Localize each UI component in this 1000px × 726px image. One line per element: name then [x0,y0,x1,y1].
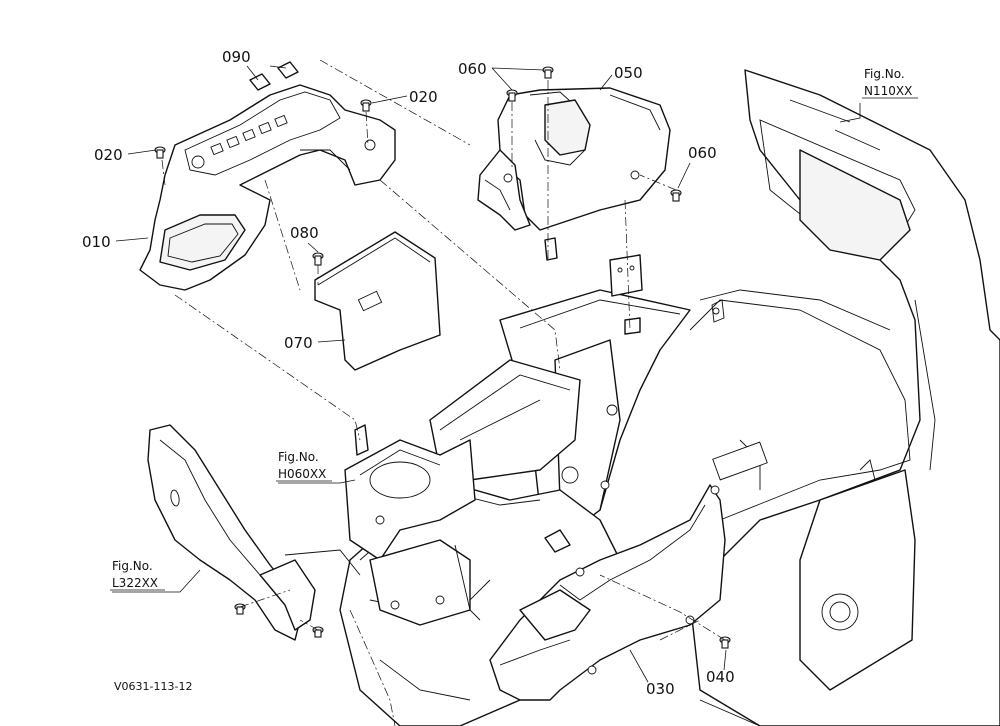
callout-040: 040 [706,668,735,686]
figure-references: Fig.No. N110XX Fig.No. H060XX Fig.No. L3… [110,67,918,591]
fig-ref-h060-line1: Fig.No. [278,450,319,464]
fig-ref-h060-line2: H060XX [278,467,326,481]
part-090-caps [249,61,299,91]
part-030-step-cover [489,484,726,701]
bolt-lower-mid [312,626,324,638]
bolt-060-upper [542,66,554,79]
leader-lines [112,65,861,683]
fig-ref-n110-line2: N110XX [864,84,912,98]
fig-ref-l322-line1: Fig.No. [112,559,153,573]
chassis-frame [689,69,1000,726]
fig-ref-l322-line2: L322XX [112,576,158,590]
bolt-060-right [670,189,682,202]
callout-070: 070 [284,334,313,352]
part-070-side-panel [314,231,441,371]
indicator-windows [210,114,288,156]
bolt-020-right [360,99,372,112]
bolt-020-left [154,146,166,159]
left-side-cover-l322 [147,424,361,641]
callout-020-right: 020 [409,88,438,106]
callout-060-upper: 060 [458,60,487,78]
bolt-lower-left [234,603,246,615]
assembly-lines [161,59,726,726]
fig-ref-n110-line1: Fig.No. [864,67,905,81]
bolt-060-left [506,89,518,102]
bolt-080 [312,252,324,266]
callout-050: 050 [614,64,643,82]
drawing-code: V0631-113-12 [114,680,192,693]
part-010-dash-panel [139,84,396,291]
callout-010: 010 [82,233,111,251]
callout-090: 090 [222,48,251,66]
callout-060-right: 060 [688,144,717,162]
callout-020-left: 020 [94,146,123,164]
part-050-column-cover [477,87,671,231]
callout-030: 030 [646,680,675,698]
callout-080: 080 [290,224,319,242]
bolt-040 [719,636,731,649]
bracket-frame-h060 [344,424,481,626]
callouts: 090 020 020 010 080 070 060 050 060 030 … [82,48,735,698]
